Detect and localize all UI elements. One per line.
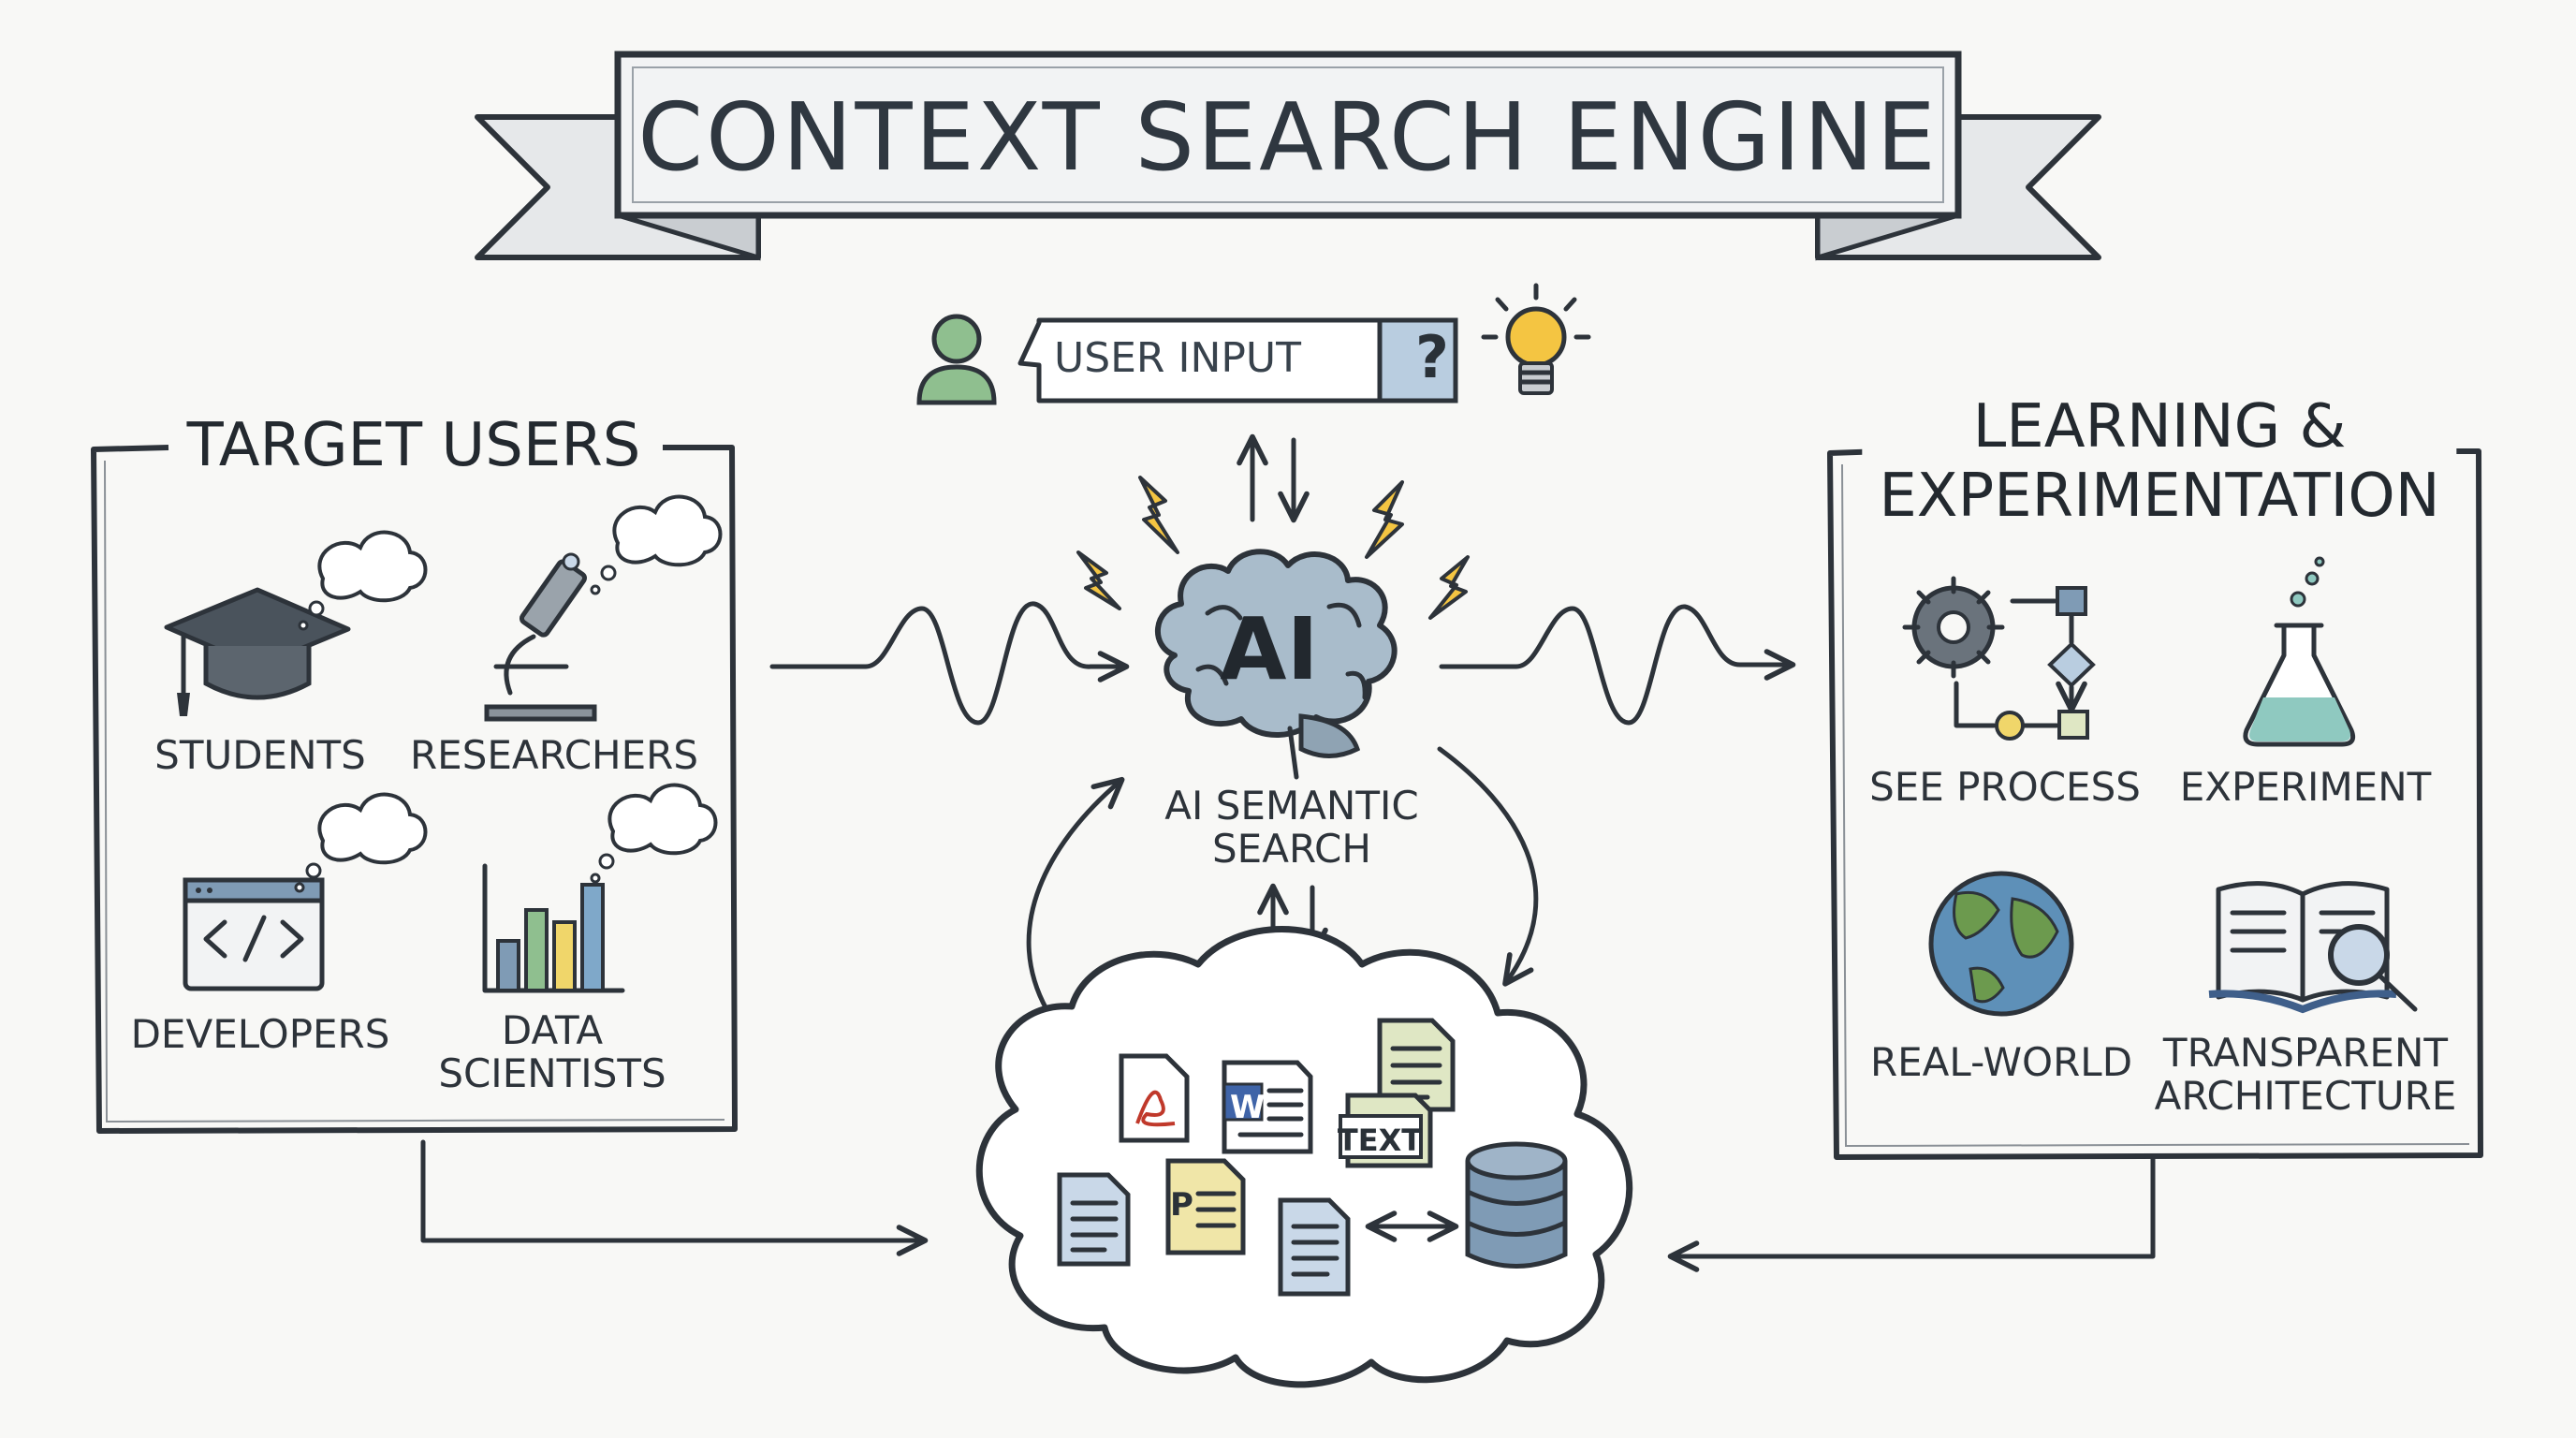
ai-semantic-search-label: AI SEMANTIC SEARCH bbox=[1164, 783, 1419, 873]
transparent-architecture-line-2: ARCHITECTURE bbox=[2154, 1073, 2457, 1120]
blue-doc-icon bbox=[1278, 1197, 1351, 1297]
thought-bubble-icon bbox=[298, 530, 428, 631]
target-users-title: TARGET USERS bbox=[169, 411, 658, 481]
ai-semantic-search-line-2: SEARCH bbox=[1212, 826, 1371, 873]
word-doc-letter: W bbox=[1230, 1089, 1266, 1126]
target-users-panel bbox=[91, 445, 738, 1134]
text-doc-tag: TEXT bbox=[1337, 1123, 1423, 1158]
learning-panel bbox=[1827, 448, 2483, 1160]
powerpoint-doc-icon bbox=[1165, 1158, 1246, 1255]
graduation-cap-icon bbox=[164, 587, 351, 716]
data-scientists-line-2: SCIENTISTS bbox=[438, 1050, 666, 1097]
transparent-architecture-label: TRANSPARENT ARCHITECTURE bbox=[2154, 1030, 2457, 1120]
bar-chart-icon bbox=[482, 863, 625, 993]
help-question-icon: ? bbox=[1415, 323, 1449, 391]
lightbulb-icon bbox=[1481, 283, 1591, 395]
text-doc-icon bbox=[1339, 1018, 1456, 1168]
pdf-doc-icon bbox=[1119, 1053, 1190, 1143]
students-label: STUDENTS bbox=[154, 732, 366, 778]
word-doc-icon bbox=[1222, 1060, 1313, 1154]
real-world-label-text: REAL-WORLD bbox=[1869, 1039, 2133, 1085]
wavy-arrow-users-to-ai bbox=[769, 601, 1130, 726]
thought-bubble-icon bbox=[590, 783, 718, 884]
students-label-text: STUDENTS bbox=[154, 732, 366, 778]
arrow-users-to-cloud bbox=[420, 1139, 929, 1256]
globe-icon bbox=[1928, 871, 2074, 1017]
developers-label-text: DEVELOPERS bbox=[130, 1011, 390, 1057]
ai-brain-icon bbox=[1155, 549, 1398, 780]
thought-bubble-icon bbox=[294, 792, 428, 893]
arrow-learning-to-cloud bbox=[1667, 1154, 2156, 1272]
database-icon bbox=[1465, 1141, 1568, 1269]
thought-bubble-icon bbox=[590, 494, 723, 595]
user-avatar-icon bbox=[916, 314, 997, 405]
arrow-cloud-to-brain bbox=[1026, 776, 1125, 1012]
real-world-label: REAL-WORLD bbox=[1869, 1039, 2133, 1085]
code-window-icon bbox=[183, 877, 325, 991]
powerpoint-doc-letter: P bbox=[1170, 1186, 1193, 1224]
title-banner bbox=[475, 51, 2101, 261]
learning-title-line-1: LEARNING & bbox=[1972, 392, 2347, 462]
arrow-brain-to-cloud bbox=[1437, 746, 1539, 987]
user-input-text: USER INPUT bbox=[1054, 334, 1301, 382]
ai-semantic-search-line-1: AI SEMANTIC bbox=[1164, 783, 1419, 829]
developers-label: DEVELOPERS bbox=[130, 1011, 390, 1057]
user-input-box bbox=[1017, 317, 1458, 404]
wavy-arrow-ai-to-learning bbox=[1439, 604, 1796, 726]
flask-icon bbox=[2243, 556, 2356, 747]
data-scientists-label: DATA SCIENTISTS bbox=[438, 1007, 666, 1097]
gear-flowchart-icon bbox=[1902, 576, 2093, 741]
researchers-label-text: RESEARCHERS bbox=[409, 732, 699, 778]
see-process-label: SEE PROCESS bbox=[1869, 764, 2141, 810]
learning-title-line-2: EXPERIMENTATION bbox=[1879, 461, 2440, 531]
plain-doc-icon bbox=[1057, 1172, 1131, 1267]
page-title: CONTEXT SEARCH ENGINE bbox=[637, 82, 1939, 192]
knowledge-cloud bbox=[975, 926, 1633, 1388]
experiment-label: EXPERIMENT bbox=[2179, 764, 2432, 810]
lightning-bolts bbox=[1076, 476, 1470, 620]
ai-core-text: AI bbox=[1220, 599, 1319, 699]
data-scientists-line-1: DATA bbox=[501, 1007, 604, 1053]
see-process-label-text: SEE PROCESS bbox=[1869, 764, 2141, 810]
researchers-label: RESEARCHERS bbox=[409, 732, 699, 778]
experiment-label-text: EXPERIMENT bbox=[2179, 764, 2432, 810]
transparent-architecture-line-1: TRANSPARENT bbox=[2162, 1030, 2449, 1076]
learning-title: LEARNING & EXPERIMENTATION bbox=[1862, 392, 2457, 532]
book-magnifier-icon bbox=[2208, 881, 2418, 1014]
microscope-icon bbox=[484, 552, 597, 722]
